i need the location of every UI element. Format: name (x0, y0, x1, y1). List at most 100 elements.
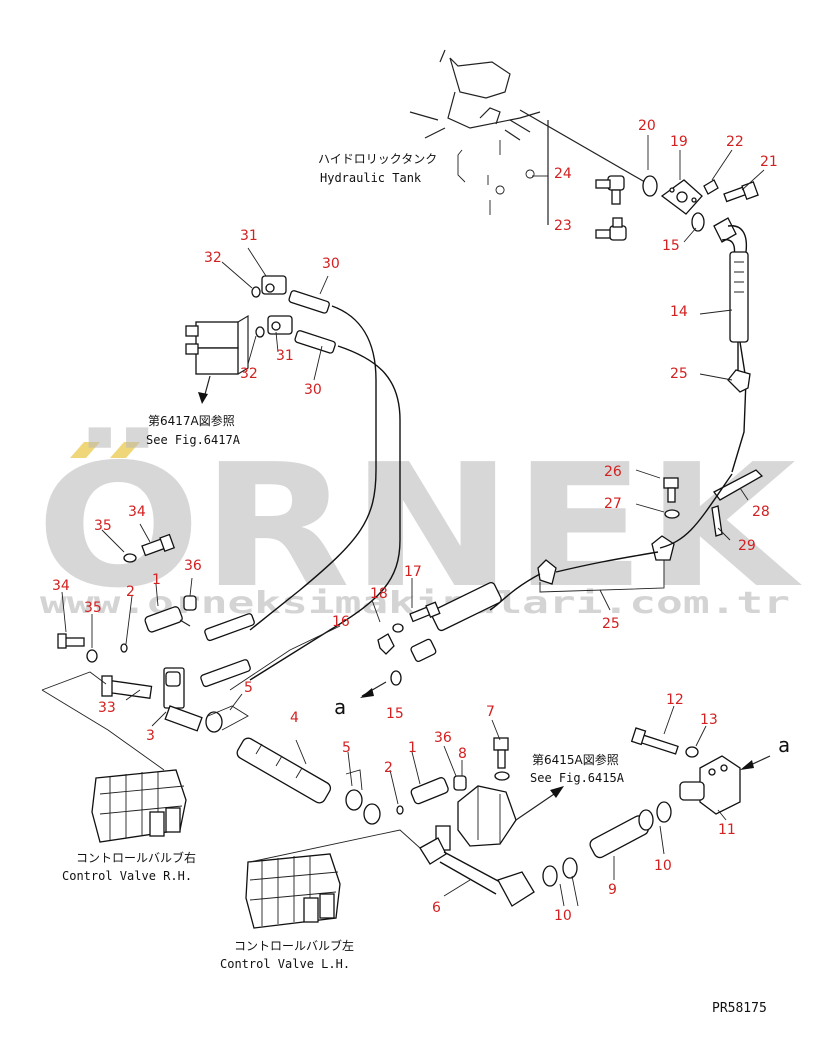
callout-35-lower: 35 (84, 600, 102, 616)
callout-21: 21 (760, 154, 778, 170)
o-ring-32-lower (255, 326, 265, 338)
bolt-7 (493, 737, 509, 769)
hydraulic-tank-label-en: Hydraulic Tank (320, 171, 422, 185)
fig-6417-label-jp: 第6417A図参照 (148, 413, 235, 428)
plug-36-right (453, 775, 467, 791)
callout-1-left: 1 (152, 572, 161, 588)
tee-3 (163, 667, 203, 732)
callout-26: 26 (604, 464, 622, 480)
control-valve-rh (91, 769, 187, 843)
bolt-34-upper (141, 533, 176, 557)
callout-32-lower: 32 (240, 366, 258, 382)
callout-34-lower: 34 (52, 578, 70, 594)
callout-11: 11 (718, 822, 736, 838)
callout-35-upper: 35 (94, 518, 112, 534)
o-ring-20 (642, 175, 658, 197)
bolt-21 (723, 181, 759, 203)
fig-6415-label-en: See Fig.6415A (530, 771, 625, 785)
washer-13 (685, 746, 699, 758)
return-hose (410, 473, 733, 663)
clamp-25-upper (727, 369, 751, 393)
elbow-31-lower (267, 315, 293, 335)
elbow-fitting-24 (595, 175, 625, 205)
hose-4 (236, 737, 332, 804)
control-valve-lh (245, 853, 341, 929)
hose-end-upper (204, 613, 255, 642)
ref-arrow-a-right: a (740, 733, 790, 770)
watermark: ÖRNEK www.orneksimakinalari.com.tr (36, 427, 802, 626)
callout-3: 3 (146, 728, 155, 744)
fig-6415-caption: 第6415A図参照 See Fig.6415A (530, 752, 625, 785)
callout-numbers: 20 19 22 21 24 23 15 14 25 26 27 28 29 2… (52, 118, 778, 924)
control-valve-rh-label-en: Control Valve R.H. (62, 869, 192, 883)
callout-12: 12 (666, 692, 684, 708)
clamp-16 (377, 633, 395, 655)
ref-label-a-left: a (334, 695, 346, 719)
washer-22 (703, 179, 719, 195)
callout-6: 6 (432, 900, 441, 916)
callout-13: 13 (700, 712, 718, 728)
callout-24: 24 (554, 166, 572, 182)
drawing-code: PR58175 (712, 1001, 767, 1016)
callout-15-lower: 15 (386, 706, 404, 722)
callout-32-upper: 32 (204, 250, 222, 266)
elbow-31-upper (261, 275, 287, 295)
callout-31-upper: 31 (240, 228, 258, 244)
hydraulic-tank (409, 49, 651, 225)
watermark-brand: ÖRNEK (36, 427, 802, 626)
pipe-6 (419, 825, 535, 907)
bracket-33 (101, 675, 153, 700)
callout-16: 16 (332, 614, 350, 630)
callout-19: 19 (670, 134, 688, 150)
callout-5-right: 5 (342, 740, 351, 756)
callout-20: 20 (638, 118, 656, 134)
callout-4: 4 (290, 710, 299, 726)
plug-36-left (183, 595, 197, 611)
clamps-10-left (542, 857, 578, 887)
control-valve-rh-caption: コントロールバルブ右 Control Valve R.H. (62, 850, 196, 883)
fitting-1-left (144, 606, 191, 633)
pilot-block (185, 314, 249, 404)
callout-15-top: 15 (662, 238, 680, 254)
callout-5-left: 5 (244, 680, 253, 696)
clamp-25-lower (537, 535, 675, 585)
o-ring-15-top (691, 212, 705, 232)
callout-23: 23 (554, 218, 572, 234)
callout-2-left: 2 (126, 584, 135, 600)
bolt-34-lower (57, 633, 85, 649)
pump-block (457, 785, 564, 847)
washer-18 (392, 623, 404, 633)
ref-label-a-right: a (778, 733, 790, 757)
plate-28 (713, 469, 764, 501)
callout-14: 14 (670, 304, 688, 320)
washer-35-lower (86, 649, 98, 663)
o-ring-2-left (120, 643, 128, 653)
hose-14 (713, 217, 749, 473)
leader-lines (41, 135, 765, 907)
callout-1-right: 1 (408, 740, 417, 756)
callout-36-right: 36 (434, 730, 452, 746)
bolt-12 (630, 727, 679, 755)
hose-end-lower (200, 659, 251, 688)
bolt-26 (663, 477, 679, 503)
callout-17: 17 (404, 564, 422, 580)
fitting-1-right (410, 777, 449, 805)
hose-30-upper (249, 290, 377, 631)
fig-6417-caption: 第6417A図参照 See Fig.6417A (146, 413, 241, 447)
ref-arrow-a-left: a (334, 681, 387, 719)
hydraulic-tank-caption: ハイドロリックタンク Hydraulic Tank (318, 152, 437, 185)
washer-35-upper (123, 553, 137, 563)
o-ring-32-upper (251, 286, 261, 298)
callout-33: 33 (98, 700, 116, 716)
callout-2-right: 2 (384, 760, 393, 776)
callout-22: 22 (726, 134, 744, 150)
callout-30-lower: 30 (304, 382, 322, 398)
control-valve-lh-label-jp: コントロールバルブ左 (234, 938, 354, 953)
clamp-5b (363, 803, 381, 825)
spacer-29 (711, 505, 723, 537)
callout-34-upper: 34 (128, 504, 146, 520)
bolt-17 (409, 601, 441, 623)
watermark-accent-right (110, 442, 140, 458)
callout-8: 8 (458, 746, 467, 762)
